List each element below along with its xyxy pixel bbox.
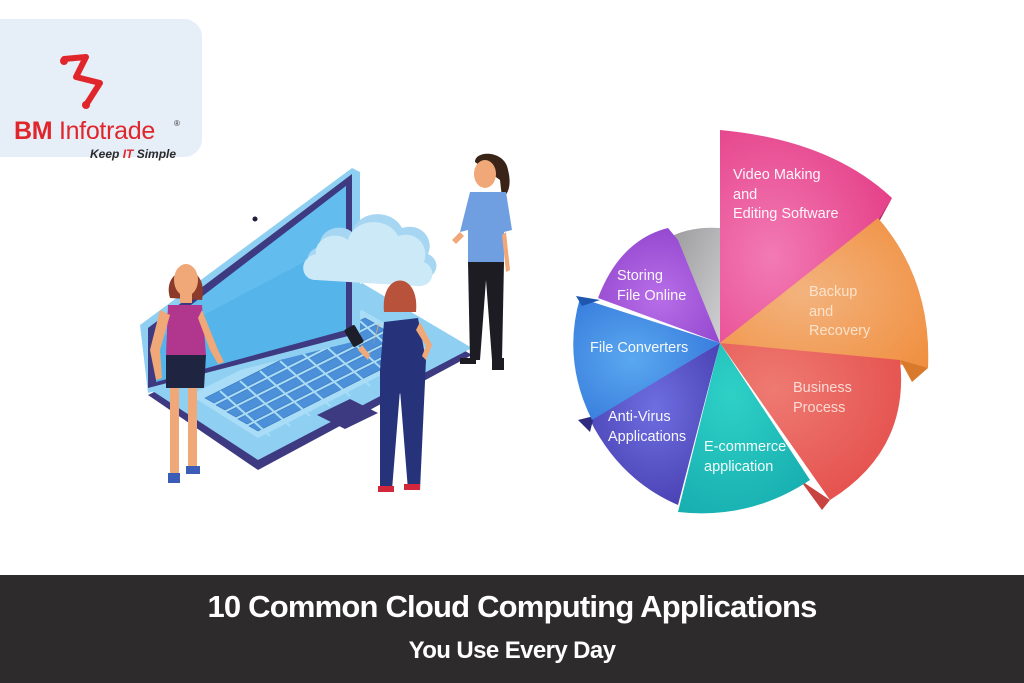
woman-right-figure <box>452 153 512 370</box>
banner-subtitle: You Use Every Day <box>408 637 616 664</box>
brand-tagline: Keep IT Simple <box>90 147 177 161</box>
registered-mark: ® <box>174 119 180 128</box>
keyboard-keys <box>204 317 419 432</box>
brand-logo-card: BM Infotrade ® Keep IT Simple <box>0 19 202 161</box>
touchpad <box>317 399 378 429</box>
pie-segment-anti-virus <box>590 343 720 505</box>
woman-center-figure <box>344 280 432 492</box>
pie-segment-video-editing <box>720 130 892 343</box>
cloud-laptop-illustration <box>140 153 512 492</box>
woman-left-figure <box>150 264 224 483</box>
title-banner: 10 Common Cloud Computing Applications Y… <box>0 575 1024 683</box>
pie-segment-business-process <box>720 343 902 500</box>
cloud-icon <box>303 214 437 287</box>
banner-title: 10 Common Cloud Computing Applications <box>207 589 817 624</box>
pie-segment-storing-file-online <box>598 228 720 343</box>
pie-segment-backup-recovery <box>720 218 929 368</box>
pie-chart-graphic <box>573 130 929 514</box>
label-file-converters: File Converters <box>590 340 689 356</box>
pie-segment-ecommerce <box>678 343 810 514</box>
brand-name: BM Infotrade <box>14 117 155 145</box>
bm-zigzag-logo-icon <box>60 54 103 109</box>
pie-segment-file-converters <box>573 298 720 420</box>
